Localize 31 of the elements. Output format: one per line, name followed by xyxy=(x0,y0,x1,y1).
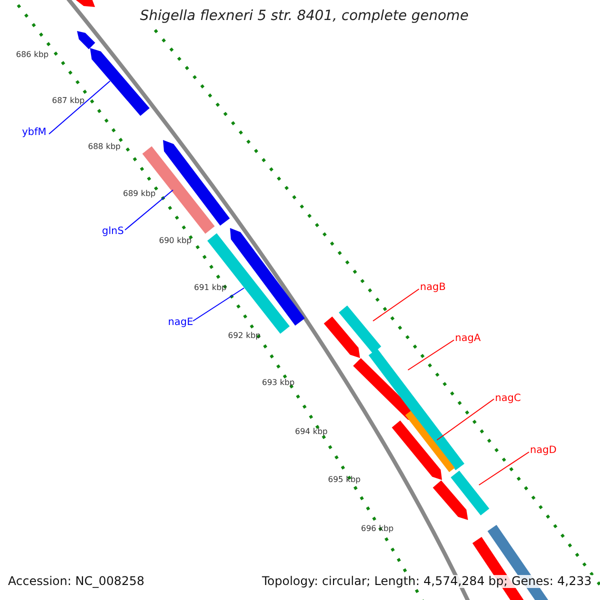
scale-label: 696 kbp xyxy=(361,525,394,534)
gene-label: nagB xyxy=(420,282,446,293)
gene-bar xyxy=(142,146,215,234)
gene-label: nagA xyxy=(455,333,481,344)
gene-bar xyxy=(338,306,382,354)
gene-label: nagD xyxy=(530,445,557,456)
leader-line xyxy=(478,452,530,486)
gene-bar xyxy=(450,470,490,516)
gene-label: ybfM xyxy=(22,127,46,138)
scale-label: 694 kbp xyxy=(295,428,328,437)
gene-label: glnS xyxy=(102,226,124,237)
scale-label: 689 kbp xyxy=(123,190,156,199)
leader-line xyxy=(408,340,454,370)
leader-line xyxy=(124,190,174,230)
scale-label: 691 kbp xyxy=(194,284,227,293)
scale-label: 688 kbp xyxy=(88,143,121,152)
leader-line xyxy=(48,80,110,134)
accession-text: Accession: NC_008258 xyxy=(8,575,144,588)
gene-feature xyxy=(90,48,150,116)
scale-label: 693 kbp xyxy=(262,379,295,388)
leader-line xyxy=(372,288,420,322)
genome-summary-text: Topology: circular; Length: 4,574,284 bp; Genes: 4,233 xyxy=(262,575,592,588)
gene-bar xyxy=(405,410,455,472)
scale-label: 692 kbp xyxy=(228,332,261,341)
gene-label: nagE xyxy=(168,317,194,328)
gene-bar xyxy=(368,348,464,470)
title: Shigella flexneri 5 str. 8401, complete genome xyxy=(140,9,469,24)
scale-label: 686 kbp xyxy=(16,51,49,60)
gene-label: nagC xyxy=(495,393,521,404)
leader-line xyxy=(436,398,494,440)
leader-line xyxy=(192,288,244,322)
